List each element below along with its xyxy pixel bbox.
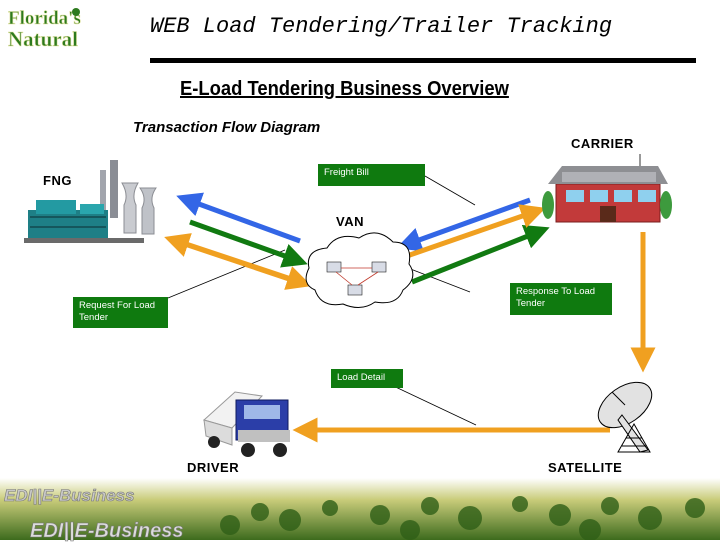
blue-arrow-carrier-to-van: [396, 197, 531, 252]
truck-image: [202, 391, 290, 457]
freight-bill-callout: Freight Bill: [318, 164, 425, 186]
page-title: WEB Load Tendering/Trailer Tracking: [150, 14, 613, 39]
driver-label: DRIVER: [187, 460, 240, 475]
blue-arrow-van-to-fng: [176, 192, 301, 244]
load-detail-callout: Load Detail: [331, 369, 403, 388]
carrier-label: CARRIER: [571, 136, 634, 151]
van-label: VAN: [336, 214, 364, 229]
carrier-building-image: [542, 154, 672, 223]
orange-arrow-van-to-carrier: [403, 204, 546, 260]
satellite-dish-image: [597, 381, 653, 453]
overview-title: E-Load Tendering Business Overview: [180, 78, 509, 100]
fng-plant-image: [24, 160, 157, 243]
van-cloud-image: [305, 232, 414, 308]
grove-trees: [220, 496, 705, 540]
logo-text: Florida's: [8, 8, 81, 29]
orange-arrow-van-to-fng: [164, 233, 299, 285]
connector-lines: [167, 175, 477, 426]
green-arrow-fng-to-van: [189, 219, 308, 268]
response-callout: Response To Load Tender: [510, 283, 612, 315]
flow-diagram-title: Transaction Flow Diagram: [133, 119, 321, 136]
header-divider: [150, 58, 696, 63]
satellite-label: SATELLITE: [548, 460, 623, 475]
green-arrow-van-to-carrier: [411, 224, 550, 285]
edi-ebusiness-mark-1: EDI||E-Business: [4, 486, 135, 506]
florida-natural-logo: Florida's Natural: [6, 4, 88, 54]
svg-text:Natural: Natural: [8, 27, 78, 51]
fng-label: FNG: [43, 173, 72, 188]
request-callout: Request For Load Tender: [73, 297, 168, 328]
edi-ebusiness-mark-2: EDI||E-Business: [30, 520, 184, 543]
